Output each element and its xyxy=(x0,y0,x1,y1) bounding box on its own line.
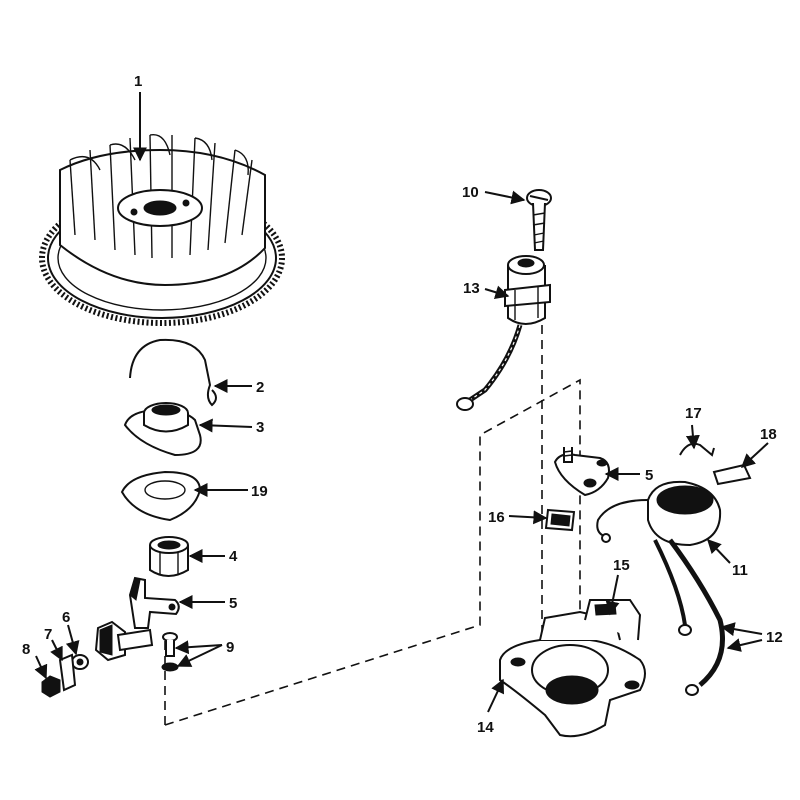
callout-label-9: 9 xyxy=(226,639,234,656)
washer-plate-part xyxy=(120,470,202,522)
callout-label-11: 11 xyxy=(732,562,748,579)
spring-clip-part xyxy=(129,338,217,407)
callout-label-14: 14 xyxy=(477,719,494,736)
callout-label-17: 17 xyxy=(685,405,702,422)
contact-points-part xyxy=(94,620,154,662)
bracket-plate-part xyxy=(553,447,610,497)
callout-label-4: 4 xyxy=(229,548,238,565)
cam-part xyxy=(123,402,202,457)
callout-label-12: 12 xyxy=(766,629,783,646)
callout-lines xyxy=(34,92,769,713)
screw-washer-part xyxy=(161,632,179,672)
callout-label-13: 13 xyxy=(463,280,480,297)
callout-label-16: 16 xyxy=(488,509,505,526)
callout-label-18: 18 xyxy=(760,426,777,443)
callout-label-6: 6 xyxy=(62,609,70,626)
callout-label-5-left: 5 xyxy=(229,595,237,612)
callout-label-8: 8 xyxy=(22,641,30,658)
callout-label-7: 7 xyxy=(44,626,52,643)
callout-label-10: 10 xyxy=(462,184,479,201)
callout-label-15: 15 xyxy=(613,557,630,574)
bushing-part xyxy=(149,536,189,577)
callout-label-5-right: 5 xyxy=(645,467,653,484)
clip-7-part xyxy=(58,653,77,692)
callout-label-1: 1 xyxy=(134,73,142,90)
breaker-arm-part xyxy=(128,576,180,629)
lead-wires-part xyxy=(653,538,725,696)
breaker-housing-part xyxy=(499,599,646,738)
callout-label-3: 3 xyxy=(256,419,264,436)
clip-18-part xyxy=(712,463,752,486)
callout-label-2: 2 xyxy=(256,379,264,396)
condenser-part xyxy=(456,255,551,411)
wire-spring-17-part xyxy=(679,442,715,457)
gasket-16-part xyxy=(544,508,576,532)
flywheel-part xyxy=(39,133,285,326)
nut-8-part xyxy=(41,675,61,698)
screw-10-part xyxy=(526,189,552,251)
callout-label-19: 19 xyxy=(251,483,268,500)
assembly-guide-lines xyxy=(164,325,581,726)
ignition-coil-part xyxy=(596,480,722,547)
washer-6-part xyxy=(71,654,89,670)
